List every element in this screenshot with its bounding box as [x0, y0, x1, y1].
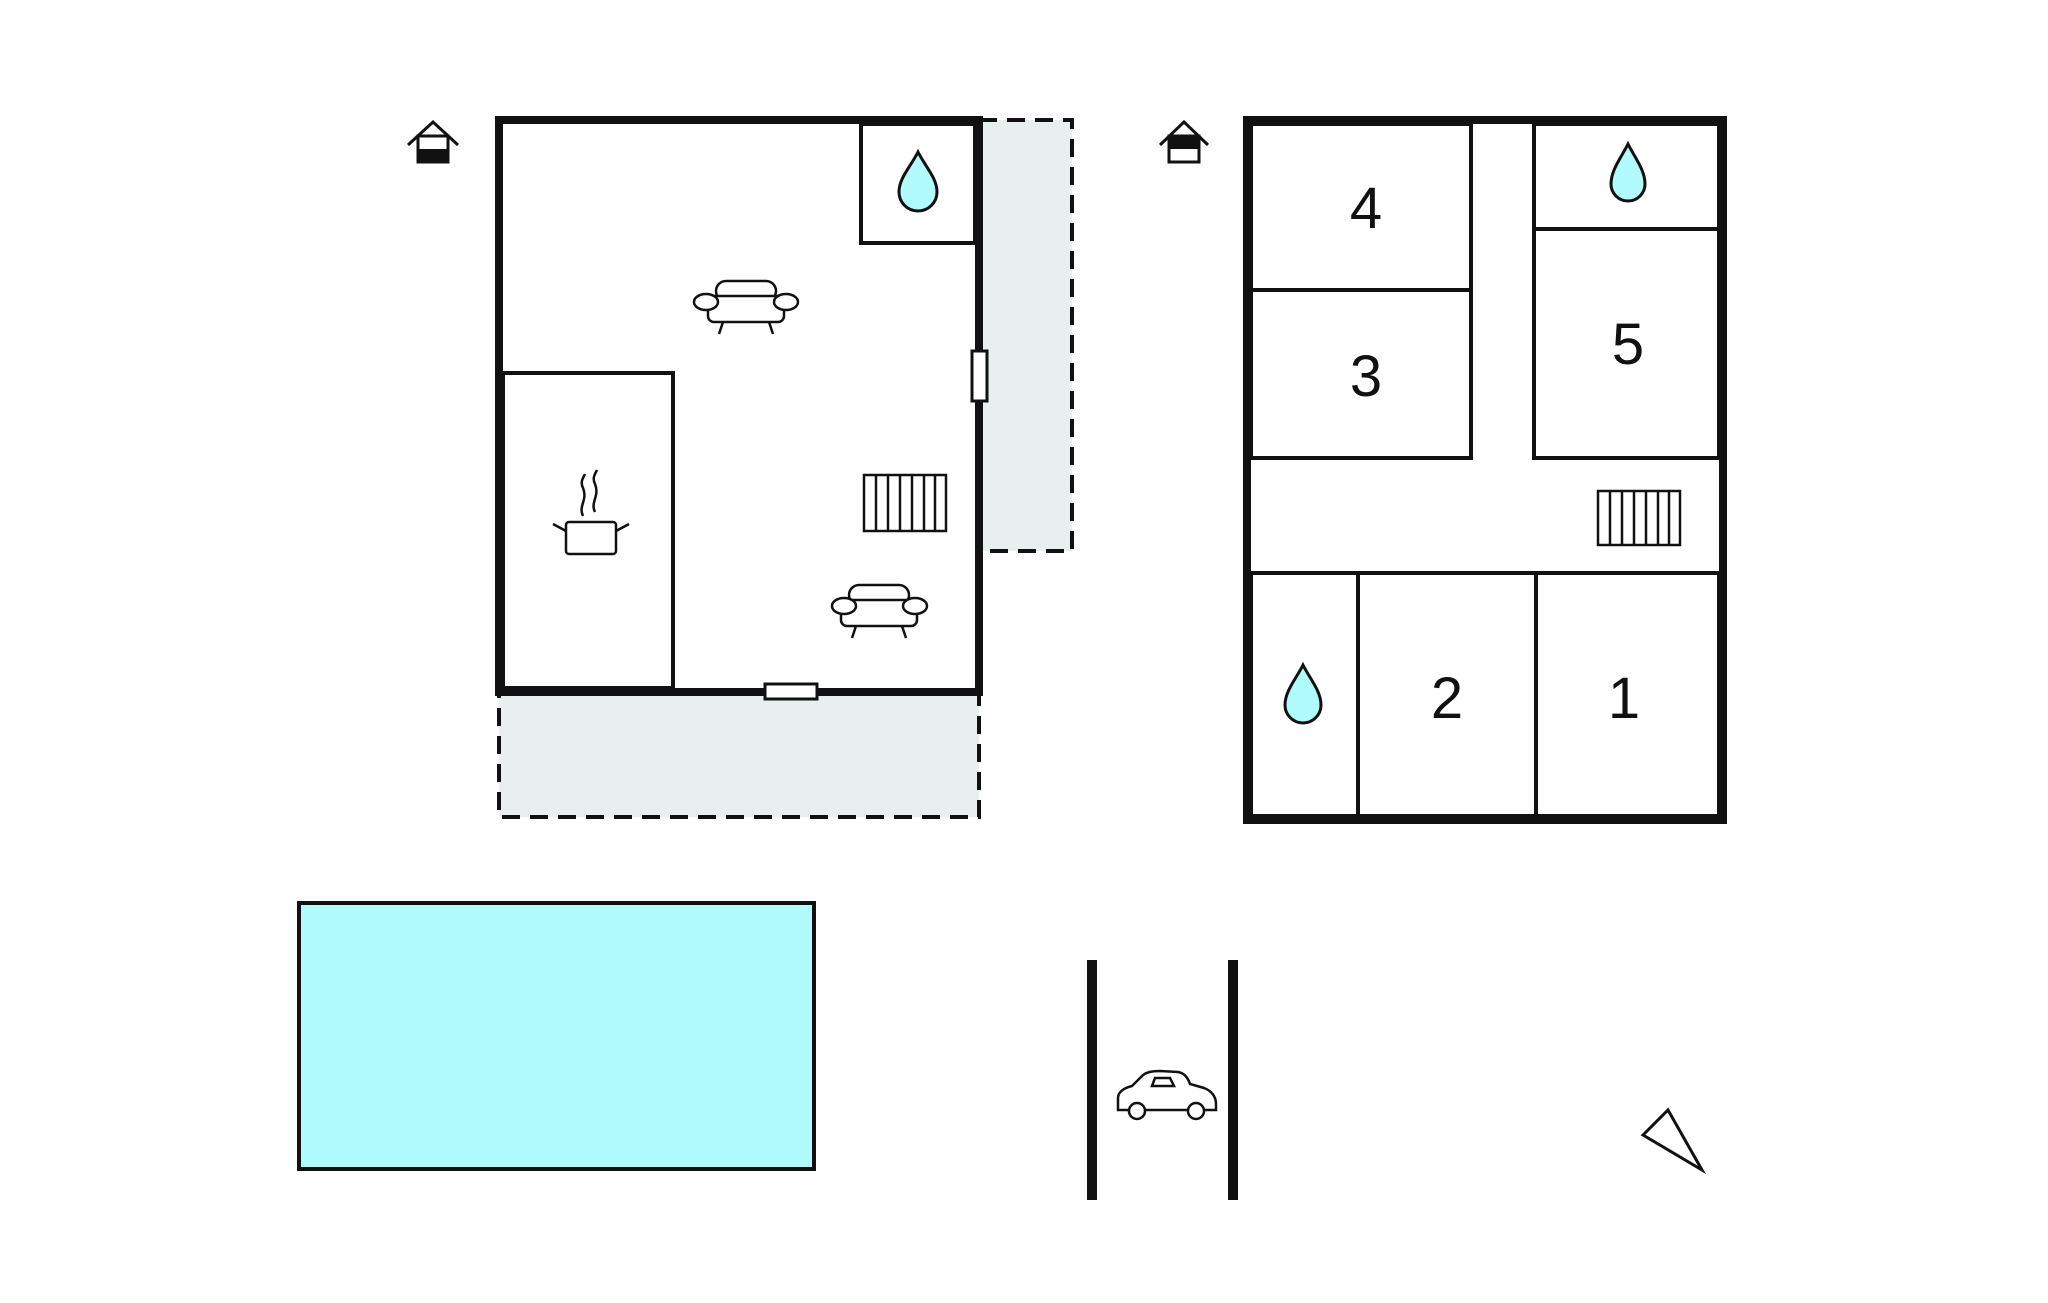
room-number-4: 4	[1350, 176, 1382, 241]
water-drop-icon	[1609, 140, 1647, 203]
door-bottom	[763, 682, 819, 701]
terrace-bottom	[497, 690, 981, 819]
room-3	[1249, 288, 1473, 460]
cooking-pot-icon	[552, 469, 630, 556]
water-drop-icon	[1283, 661, 1323, 725]
radiator-icon	[1596, 489, 1682, 547]
first-floor: 4 3 5 2 1	[1158, 116, 1727, 824]
room-2	[1356, 571, 1538, 818]
house-ground-floor-icon	[406, 119, 460, 164]
room-number-5: 5	[1612, 312, 1644, 377]
swimming-pool	[297, 901, 816, 1171]
sofa-icon	[830, 583, 929, 639]
radiator-icon	[862, 473, 948, 533]
room-number-3: 3	[1350, 344, 1382, 409]
house-first-floor-icon	[1158, 119, 1210, 164]
car-icon	[1116, 1069, 1218, 1121]
door-right	[970, 349, 989, 403]
terrace-right	[977, 118, 1074, 553]
room-number-2: 2	[1431, 666, 1463, 731]
sofa-icon	[692, 279, 800, 335]
room-4	[1249, 122, 1473, 292]
parking	[1087, 960, 1238, 1200]
ground-floor	[406, 116, 1074, 819]
water-drop-icon	[897, 148, 939, 213]
room-number-1: 1	[1608, 666, 1640, 731]
north-arrow-icon	[1640, 1107, 1707, 1175]
room-1	[1534, 571, 1721, 818]
